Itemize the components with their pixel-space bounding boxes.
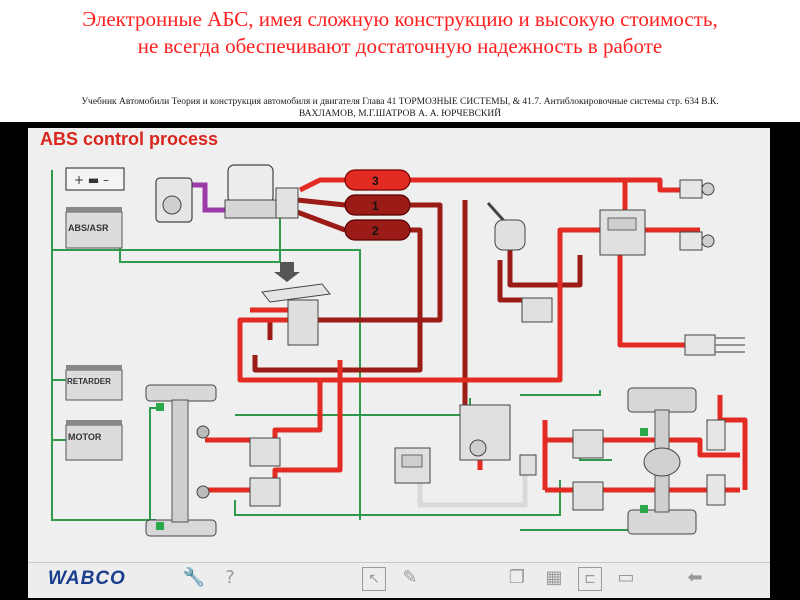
ecu-retarder-label: RETARDER xyxy=(67,377,111,386)
line-valve-left-2 xyxy=(272,360,343,480)
handbrake-valve xyxy=(486,201,526,251)
electrical-wiring xyxy=(51,170,641,531)
tank-3: 3 xyxy=(344,169,411,191)
air-dryer xyxy=(224,164,299,219)
line-trailer-top xyxy=(625,177,680,193)
spring-brake-chamber-top xyxy=(706,419,726,451)
coupling-head-bottom xyxy=(679,231,715,251)
app-title: ABS control process xyxy=(40,129,219,149)
line-tank1-brake xyxy=(267,202,443,340)
abs-modulator-front-left xyxy=(249,437,281,467)
wire-main xyxy=(51,170,156,521)
brake-pedal-valve xyxy=(261,262,331,346)
spring-brake-chamber-bottom xyxy=(706,474,726,506)
ecu-motor-label: MOTOR xyxy=(68,432,102,442)
tank-2-label: 2 xyxy=(372,224,379,238)
slide-title-line-2: не всегда обеспечивают достаточную надеж… xyxy=(137,34,663,58)
tank-2: 2 xyxy=(344,219,411,241)
tank-3-label: 3 xyxy=(372,174,379,188)
tank-1: 1 xyxy=(344,194,411,216)
back-arrow-icon[interactable]: ⬅ xyxy=(687,567,703,588)
compressor-line xyxy=(190,182,225,213)
return-line xyxy=(417,465,528,508)
abs-modulator-rear-left xyxy=(572,429,604,459)
wire-valve-left-2 xyxy=(234,480,561,516)
rear-axle xyxy=(627,387,697,535)
app-toolbar xyxy=(28,562,770,597)
slide-title: Электронные АБС, имея сложную конструкци… xyxy=(0,6,800,60)
pointer-icon[interactable]: ↖ xyxy=(362,567,386,591)
ecu-abs-asr[interactable]: ABS/ASR xyxy=(65,207,123,249)
help-icon[interactable]: ? xyxy=(225,567,235,588)
front-axle xyxy=(145,384,217,537)
slide-title-line-1: Электронные АБС, имея сложную конструкци… xyxy=(82,7,718,31)
line-to-tank2 xyxy=(296,209,346,233)
wheel-sensor-front-left xyxy=(156,403,164,411)
line-brake-left xyxy=(237,317,300,340)
slide-source: Учебник Автомобили Теория и конструкция … xyxy=(20,96,780,120)
wire-right-2 xyxy=(520,510,641,531)
pen-icon[interactable]: ✎ xyxy=(402,567,418,588)
svg-text:+ ▬ –: + ▬ – xyxy=(74,173,109,187)
wabco-logo: WABCO xyxy=(48,568,126,589)
line-tank2-brake xyxy=(252,227,423,373)
ecu-motor[interactable]: MOTOR xyxy=(65,420,123,461)
ecu-retarder[interactable]: RETARDER xyxy=(65,365,123,401)
gallery-icon[interactable]: ▦ xyxy=(545,567,563,588)
wire-abs-bus xyxy=(52,249,361,520)
wrench-icon[interactable]: 🔧 xyxy=(182,567,206,588)
line-trailer-control xyxy=(617,250,690,348)
line-to-tank1 xyxy=(296,197,346,208)
line-right-axle-1 xyxy=(600,437,740,458)
wire-center xyxy=(520,390,601,396)
ecu-abs-label: ABS/ASR xyxy=(68,223,109,233)
relay-valve xyxy=(521,297,553,323)
wheel-sensor-rear-right xyxy=(640,505,648,513)
wire-valve-left-1 xyxy=(235,398,471,416)
wheel-sensor-front-right xyxy=(156,522,164,530)
trailer-connector xyxy=(684,334,745,356)
source-line-2: ВАХЛАМОВ, М.Г.ШАТРОВ А. А. ЮРЧЕВСКИЙ xyxy=(298,109,502,119)
line-brake-loop xyxy=(237,227,600,383)
source-line-1: Учебник Автомобили Теория и конструкция … xyxy=(81,97,719,107)
tank-1-label: 1 xyxy=(372,199,379,213)
line-relay-2 xyxy=(507,245,583,288)
relay-valve-center xyxy=(459,404,511,461)
circuit-red xyxy=(205,177,748,493)
connector-icon[interactable]: ⊏ xyxy=(578,567,602,591)
line-to-tank3 xyxy=(298,177,345,193)
line-right-outer xyxy=(717,395,748,490)
pressure-switch xyxy=(519,454,537,476)
abs-modulator-front-right xyxy=(249,477,281,507)
coupling-head-top xyxy=(679,179,715,199)
wheel-sensor-rear-left xyxy=(640,428,648,436)
battery: + ▬ – xyxy=(65,167,125,191)
wire-front-left xyxy=(149,407,160,520)
layers-icon[interactable]: ❐ xyxy=(508,567,526,588)
trailer-control-valve xyxy=(599,209,646,256)
abs-modulator-rear-right xyxy=(572,481,604,511)
asr-valve xyxy=(394,447,431,484)
compressor xyxy=(155,177,193,223)
window-icon[interactable]: ▭ xyxy=(617,567,635,588)
